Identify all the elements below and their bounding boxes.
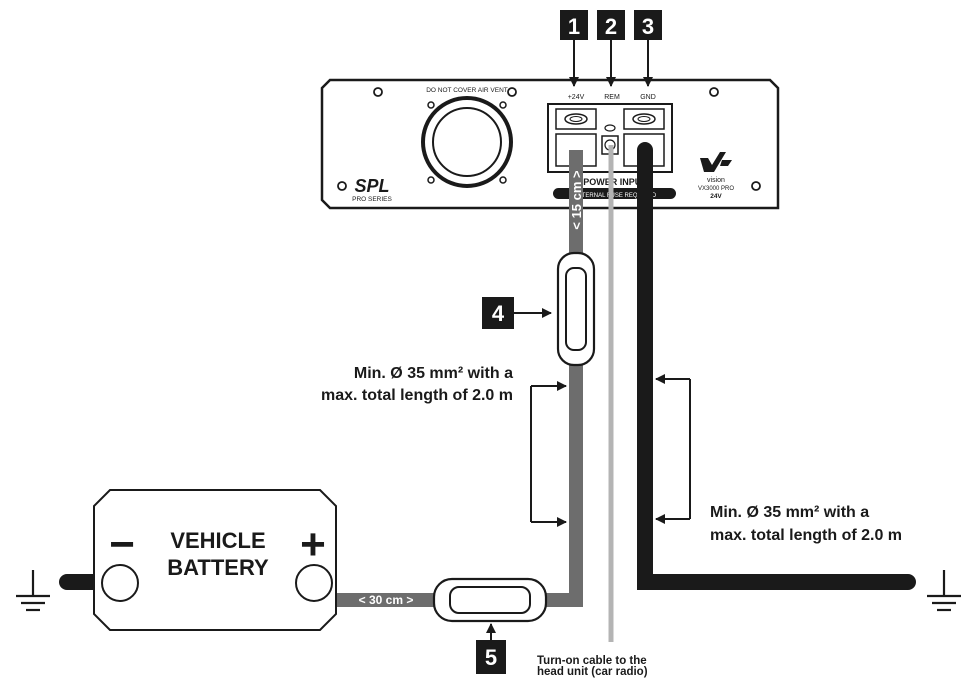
badge-3: 3 xyxy=(634,10,662,40)
battery-label-line1: VEHICLE xyxy=(170,528,265,553)
left-length-bracket xyxy=(530,381,567,527)
battery-negative-terminal xyxy=(101,564,139,602)
svg-text:1: 1 xyxy=(568,14,580,39)
esx-logo-icon xyxy=(700,152,732,172)
turnon-label-line2: head unit (car radio) xyxy=(537,666,648,678)
badge-5: 5 xyxy=(476,640,506,674)
voltage-label: 24V xyxy=(710,193,722,200)
screw-icon xyxy=(751,181,761,191)
air-vent xyxy=(421,96,513,188)
vent-label: DO NOT COVER AIR VENT xyxy=(426,87,508,94)
screw-icon xyxy=(337,181,347,191)
fuse-holder-top-inner xyxy=(565,267,587,351)
screw-icon xyxy=(709,87,719,97)
cable-spec-right-line1: Min. Ø 35 mm² with a xyxy=(710,504,869,521)
svg-text:4: 4 xyxy=(492,301,505,326)
battery-label-line2: BATTERY xyxy=(167,555,269,580)
battery-positive-terminal xyxy=(295,564,333,602)
ground-left-icon xyxy=(16,570,50,612)
screw-icon xyxy=(373,87,383,97)
svg-text:2: 2 xyxy=(605,14,617,39)
vehicle-battery: − + VEHICLE BATTERY xyxy=(93,489,337,631)
cable-spec-left-line2: max. total length of 2.0 m xyxy=(321,387,513,404)
screw-icon xyxy=(507,87,517,97)
badge-2: 2 xyxy=(597,10,625,40)
battery-plus-sign: + xyxy=(300,520,326,569)
brand-label: vision xyxy=(707,177,725,184)
length-15cm-label: < 15 cm > xyxy=(569,170,584,230)
badge-1: 1 xyxy=(560,10,588,40)
terminal-plus-label: +24V xyxy=(568,94,585,101)
pro-series-label: PRO SERIES xyxy=(352,196,392,203)
battery-minus-sign: − xyxy=(109,520,135,569)
fuse-holder-bottom-inner xyxy=(449,586,531,614)
turnon-label-line1: Turn-on cable to the xyxy=(537,655,647,667)
gnd-cable xyxy=(637,142,916,590)
badge-4: 4 xyxy=(482,297,514,329)
svg-text:5: 5 xyxy=(485,645,497,670)
cable-spec-left-line1: Min. Ø 35 mm² with a xyxy=(354,365,513,382)
right-length-bracket xyxy=(655,374,691,524)
power-input-label: POWER INPUT xyxy=(583,177,647,187)
fuse-note: EXTERNAL FUSE REQUIRED xyxy=(574,193,657,199)
ground-right-icon xyxy=(927,570,961,612)
cable-spec-right-line2: max. total length of 2.0 m xyxy=(710,527,902,544)
length-30cm-label: < 30 cm > xyxy=(359,593,414,607)
amplifier: DO NOT COVER AIR VENT SPL PRO SERIES +24… xyxy=(320,78,780,210)
model-label: VX3000 PRO xyxy=(698,186,734,192)
svg-text:3: 3 xyxy=(642,14,654,39)
spl-logo: SPL xyxy=(354,176,389,196)
terminal-rem-label: REM xyxy=(604,94,620,101)
terminal-gnd-label: GND xyxy=(640,94,656,101)
